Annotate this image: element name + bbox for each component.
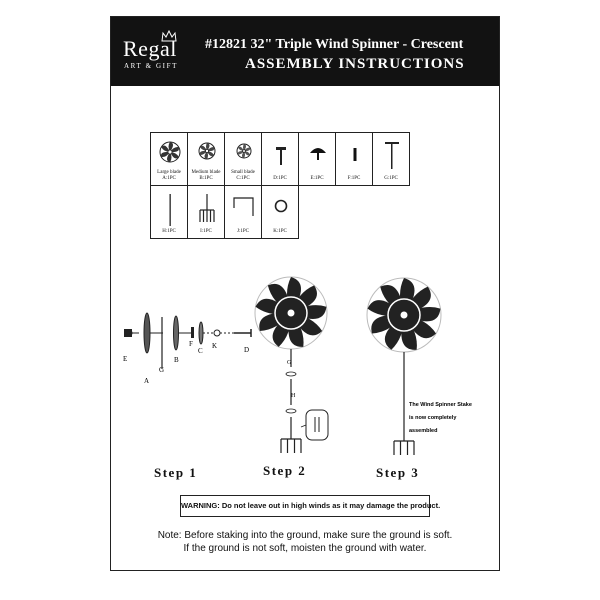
part-k-qty: K:1PC <box>273 229 287 234</box>
end-cap-icon <box>310 148 326 160</box>
brand-name: Regal <box>123 36 177 61</box>
part-a-qty: A:1PC <box>162 176 176 181</box>
step3-label: Step 3 <box>376 465 420 480</box>
part-cell-j: J:1PC <box>224 185 262 239</box>
step2-spinner <box>254 276 329 453</box>
middle-stake-icon <box>169 194 171 226</box>
instruction-sheet: Regal ART & GIFT #12821 32" Triple Wind … <box>110 16 500 571</box>
part-f-qty: F:1PC <box>347 176 361 181</box>
part-c-name: Small blade <box>231 170 255 175</box>
part-cell-a: Large blade A:1PC <box>150 132 188 186</box>
callout-B: B <box>174 356 179 364</box>
part-b-qty: B:1PC <box>199 176 213 181</box>
step3-note-line1: The Wind Spinner Stake <box>409 402 472 408</box>
top-stake-icon <box>385 142 399 169</box>
footer-note-line1: Note: Before staking into the ground, ma… <box>157 530 453 541</box>
callout-K: K <box>212 342 217 350</box>
part-cell-c: Small blade C:1PC <box>224 132 262 186</box>
part-cell-h: H:1PC <box>150 185 188 239</box>
step2-label: Step 2 <box>263 463 307 478</box>
document-title: ASSEMBLY INSTRUCTIONS <box>245 56 465 72</box>
part-cell-k: K:1PC <box>261 185 299 239</box>
callout-step2-G: G <box>287 360 292 366</box>
step3-note-line2: is now completely <box>409 415 457 421</box>
part-b-name: Medium blade <box>191 170 221 175</box>
step3-assembled-spinner <box>366 277 442 455</box>
callout-E: E <box>123 355 127 363</box>
part-e-qty: E:1PC <box>310 176 324 181</box>
brand-logo: Regal ART & GIFT <box>123 30 185 78</box>
part-cell-b: Medium blade B:1PC <box>187 132 225 186</box>
assembly-steps-diagram: E A G B F C K D <box>123 276 472 455</box>
step1-exploded-view <box>124 312 252 369</box>
part-a-name: Large blade <box>157 170 181 175</box>
part-d-qty: D:1PC <box>273 176 287 181</box>
spacer-icon <box>353 148 357 161</box>
part-g-qty: G:1PC <box>384 176 398 181</box>
callout-A: A <box>144 377 149 385</box>
warning-box: WARNING: Do not leave out in high winds … <box>180 495 440 517</box>
ground-stake-icon <box>199 194 215 222</box>
callout-F: F <box>189 340 193 348</box>
wrench-icon <box>233 197 254 216</box>
washer-icon <box>274 199 288 213</box>
product-title: #12821 32" Triple Wind Spinner - Crescen… <box>205 37 464 52</box>
header-banner: Regal ART & GIFT #12821 32" Triple Wind … <box>111 17 499 86</box>
part-cell-f: F:1PC <box>335 132 373 186</box>
medium-blade-icon <box>198 142 216 160</box>
large-blade-icon <box>159 141 181 163</box>
part-j-qty: J:1PC <box>237 229 249 234</box>
footer-note-line2: If the ground is not soft, moisten the g… <box>183 543 427 554</box>
callout-C: C <box>198 347 203 355</box>
small-blade-icon <box>236 143 252 159</box>
part-cell-i: I:1PC <box>187 185 225 239</box>
part-c-qty: C:1PC <box>236 176 250 181</box>
callout-G: G <box>159 366 164 374</box>
part-cell-g: G:1PC <box>372 132 410 186</box>
brand-subtitle: ART & GIFT <box>124 62 178 70</box>
part-cell-e: E:1PC <box>298 132 336 186</box>
callout-D: D <box>244 346 249 354</box>
part-h-qty: H:1PC <box>162 229 176 234</box>
callout-step2-H: H <box>291 393 296 399</box>
crown-icon <box>161 30 177 42</box>
part-i-qty: I:1PC <box>200 229 212 234</box>
axle-pin-icon <box>276 147 286 165</box>
step3-note-line3: assembled <box>409 428 437 434</box>
step1-label: Step 1 <box>154 465 198 480</box>
